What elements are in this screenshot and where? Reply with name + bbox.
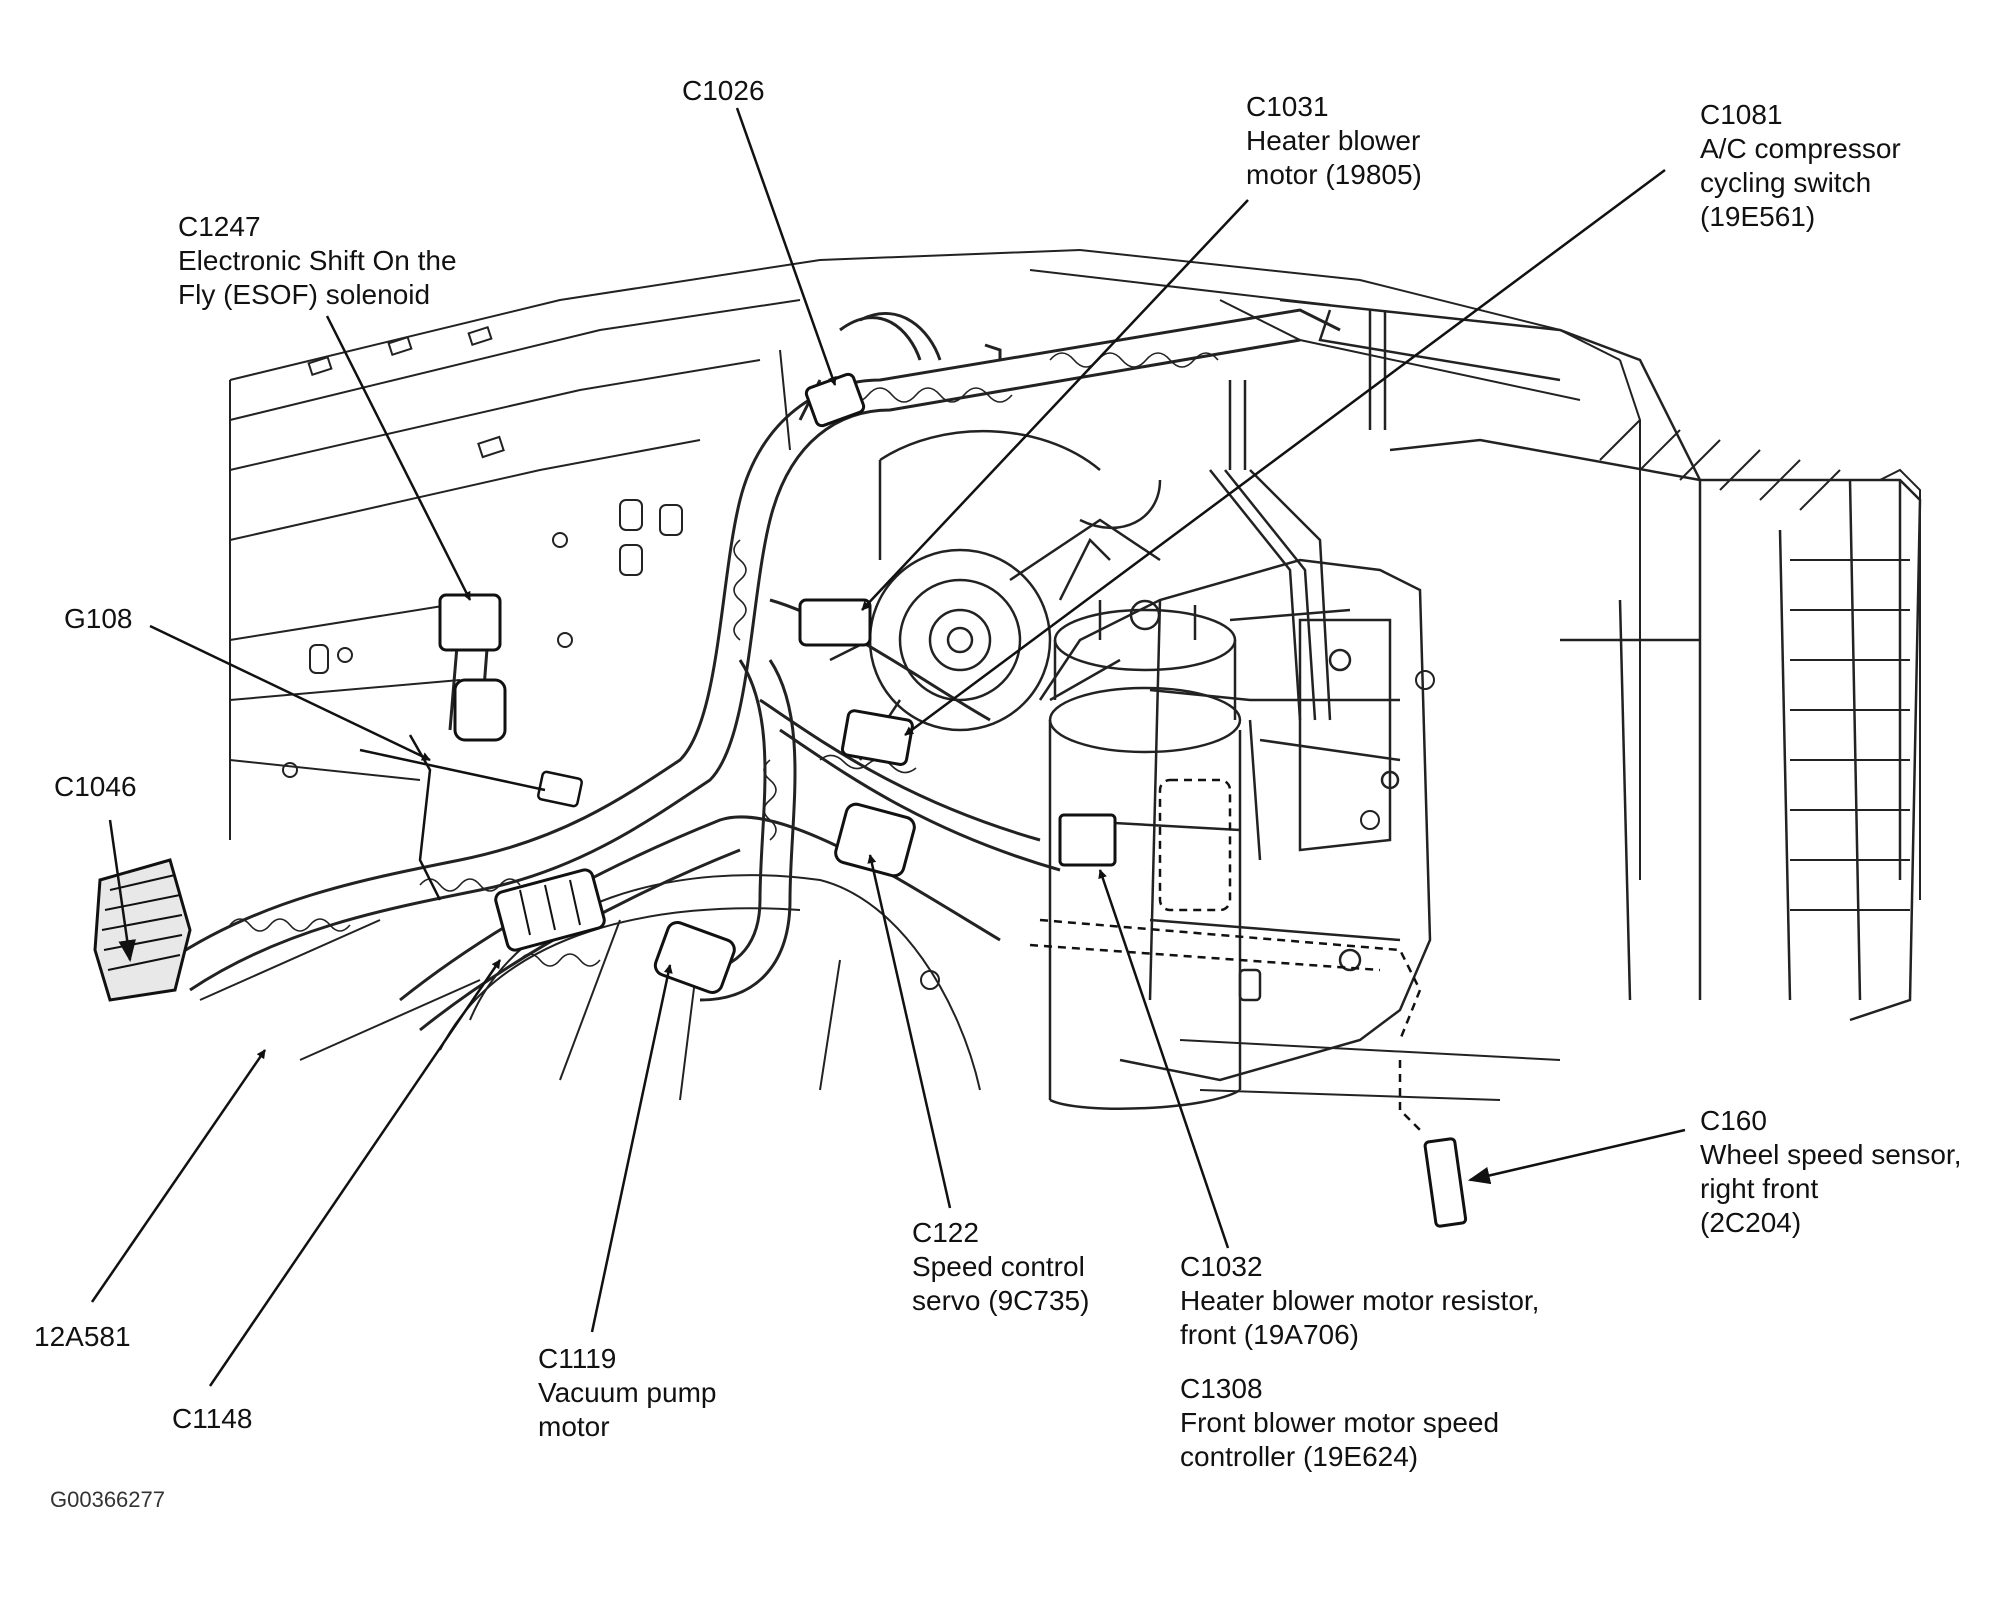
blower-housing <box>1279 298 1922 1022</box>
figure-id: G00366277 <box>50 1487 165 1512</box>
callout-c1032: C1032 Heater blower motor resistor, fron… <box>1180 1251 1540 1350</box>
leader-lines <box>90 107 1686 1387</box>
callout-c1148: C1148 <box>172 1403 253 1434</box>
callout-c1031: C1031 Heater blower motor (19805) <box>1246 91 1422 190</box>
callout-c1247: C1247 Electronic Shift On the Fly (ESOF)… <box>178 211 457 310</box>
housing-vents <box>1599 419 1921 911</box>
callout-c1308: C1308 Front blower motor speed controlle… <box>1180 1373 1500 1472</box>
harness-loom-pattern <box>229 352 1219 967</box>
callout-c122: C122 Speed control servo (9C735) <box>912 1217 1090 1316</box>
blower-motor <box>829 430 1162 761</box>
accumulator <box>1048 599 1242 1110</box>
callout-c1026: C1026 <box>682 75 765 106</box>
connectors <box>93 372 1468 1228</box>
wiring-harness <box>169 308 1341 1032</box>
panel-holes <box>282 325 1435 990</box>
hidden-controller <box>1029 778 1422 1131</box>
callout-c1046: C1046 <box>54 771 137 802</box>
callout-c1119: C1119 Vacuum pump motor <box>538 1343 717 1442</box>
pipes-and-studs <box>1058 310 1401 762</box>
g108-bolt <box>359 734 583 901</box>
module-bracket <box>1038 558 1432 1082</box>
callout-c160: C160 Wheel speed sensor, right front (2C… <box>1700 1105 1962 1238</box>
callout-c1081: C1081 A/C compressor cycling switch (19E… <box>1700 99 1901 232</box>
callout-12a581: 12A581 <box>34 1321 131 1352</box>
body-panels <box>199 249 1641 1101</box>
callout-g108: G108 <box>64 603 133 634</box>
